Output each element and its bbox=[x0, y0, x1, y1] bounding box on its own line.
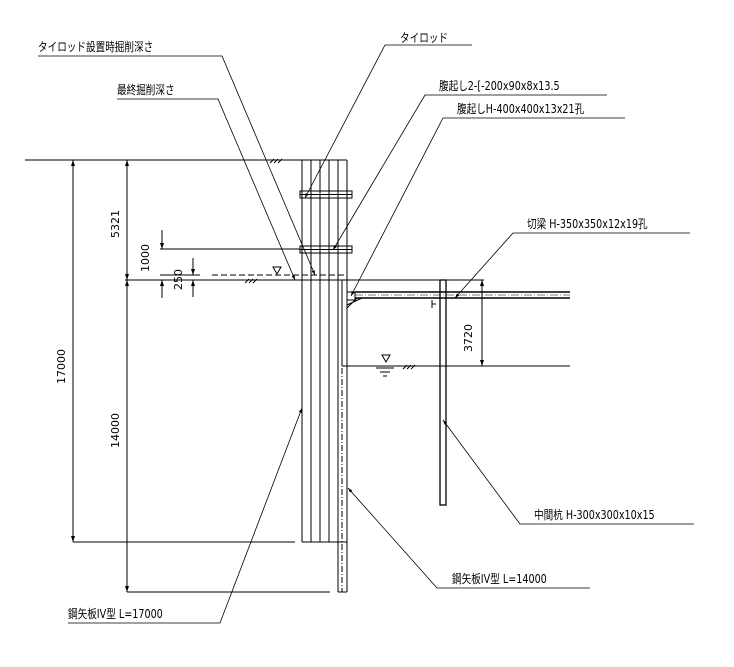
label-sheet-pile-14000: 鋼矢板IV型 L=14000 bbox=[452, 572, 547, 586]
intermediate-pile bbox=[439, 279, 447, 506]
tierod-lower bbox=[299, 245, 353, 254]
label-tierod: タイロッド bbox=[400, 31, 449, 45]
dim-1000: 1000 bbox=[139, 244, 152, 272]
dim-14000: 14000 bbox=[109, 413, 122, 448]
water-level-icon bbox=[272, 266, 282, 276]
strut bbox=[346, 279, 570, 309]
label-intermediate-pile: 中間杭 H-300x300x10x15 bbox=[534, 508, 655, 522]
sheet-pile-14000 bbox=[337, 280, 348, 593]
label-wale-h: 腹起しH-400x400x13x21孔 bbox=[457, 102, 585, 116]
dim-3720: 3720 bbox=[462, 324, 475, 352]
label-tierod-excavation-depth: タイロッド設置時掘削深さ bbox=[38, 40, 154, 54]
sheet-pile-17000 bbox=[301, 160, 348, 543]
leader-lines bbox=[38, 44, 694, 624]
label-final-excavation-depth: 最終掘削深さ bbox=[117, 83, 175, 97]
dim-250: 250 bbox=[172, 269, 185, 290]
label-strut: 切梁 H-350x350x12x19孔 bbox=[527, 217, 648, 231]
label-sheet-pile-17000: 鋼矢板IV型 L=17000 bbox=[68, 607, 163, 621]
label-wale-channel: 腹起し2-[-200x90x8x13.5 bbox=[439, 79, 560, 93]
dim-17000: 17000 bbox=[55, 349, 68, 384]
ground-hatch-icon bbox=[269, 158, 284, 164]
tierod-upper bbox=[299, 190, 353, 199]
dim-5321: 5321 bbox=[109, 210, 122, 238]
